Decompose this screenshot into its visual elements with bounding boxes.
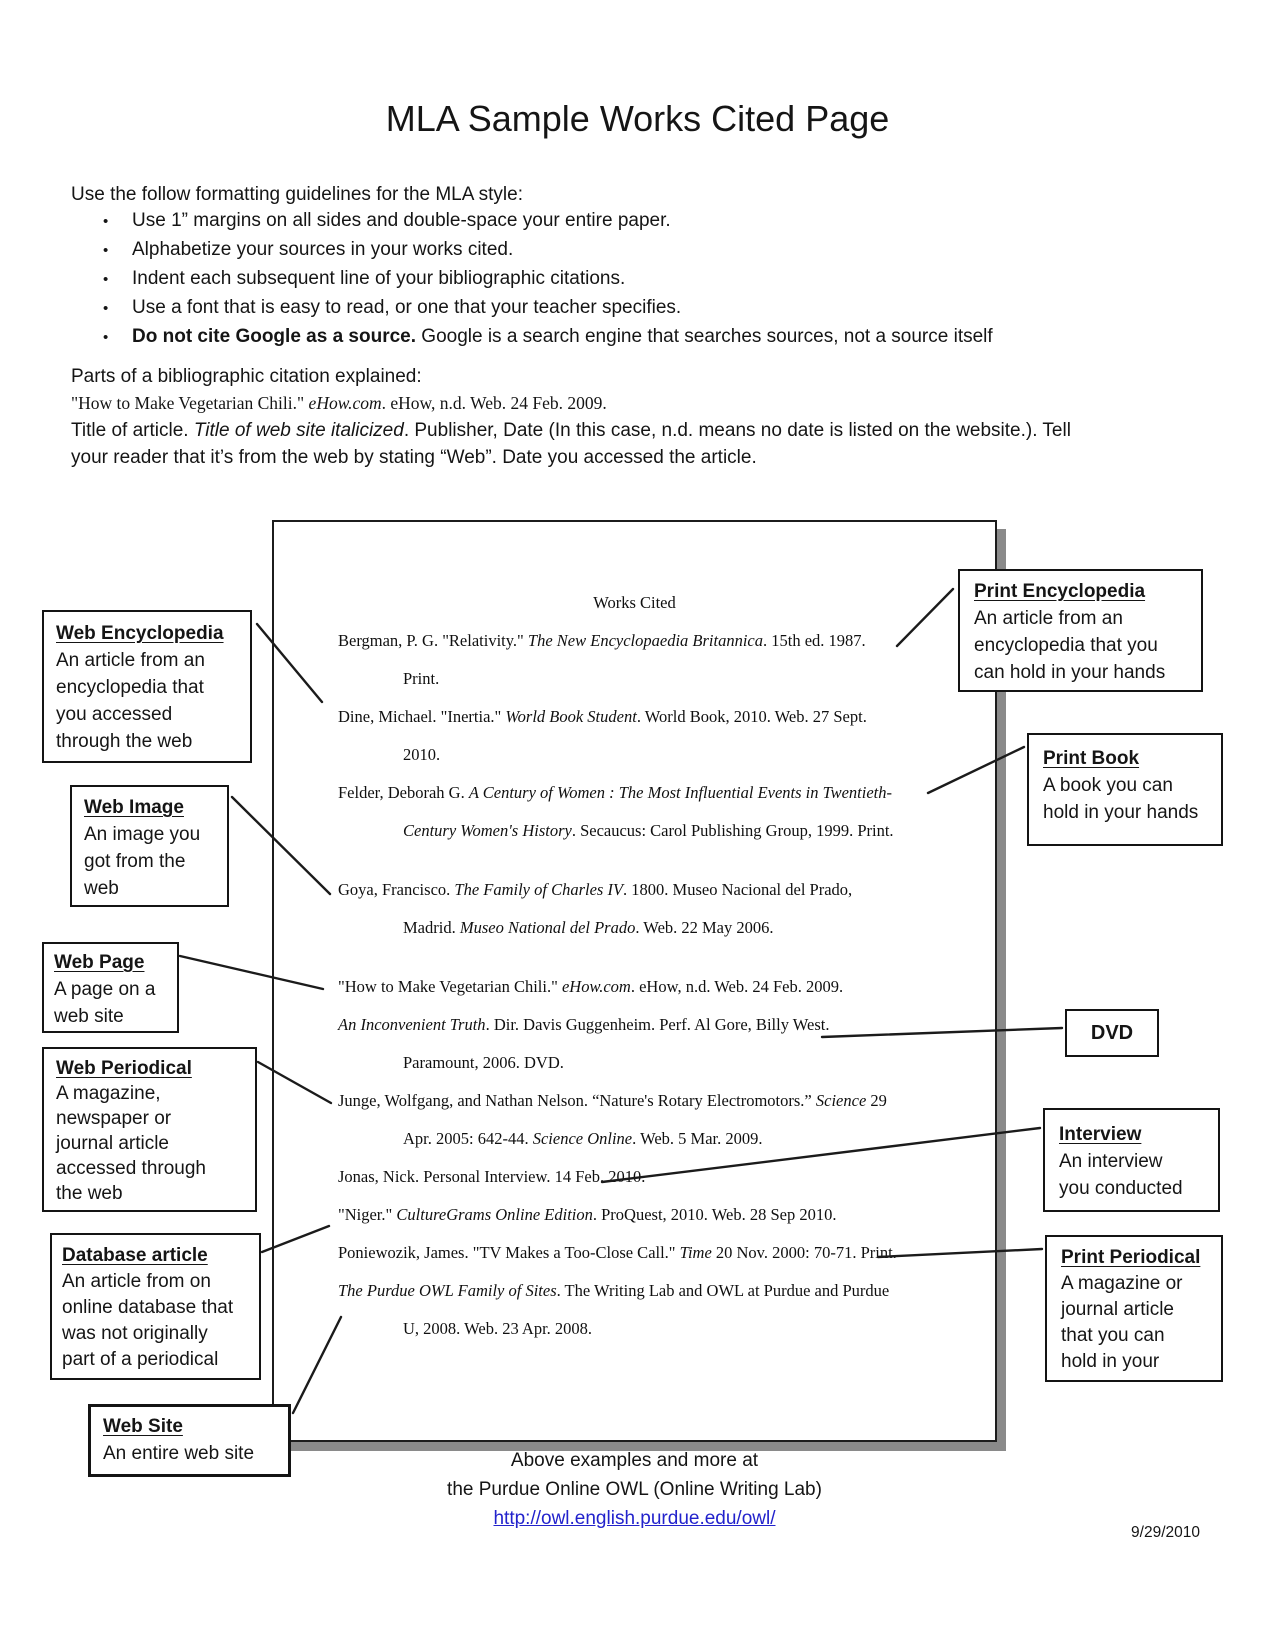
callout-desc: A magazine or journal article that you c… — [1061, 1273, 1183, 1372]
citation-line: Junge, Wolfgang, and Nathan Nelson. “Nat… — [338, 1091, 887, 1110]
callout-print-periodical: Print Periodical A magazine or journal a… — [1045, 1235, 1223, 1382]
citation-line: An Inconvenient Truth. Dir. Davis Guggen… — [338, 1015, 830, 1034]
callout-desc: An article from an encyclopedia that you… — [974, 608, 1166, 683]
callout-title: Print Periodical — [1061, 1247, 1201, 1268]
citation-line: Madrid. Museo National del Prado. Web. 2… — [403, 918, 774, 937]
bullet-item: • Use a font that is easy to read, or one… — [103, 293, 993, 322]
page-date: 9/29/2010 — [1131, 1524, 1200, 1541]
parts-example-citation: "How to Make Vegetarian Chili." eHow.com… — [71, 393, 607, 413]
callout-title: Web Image — [84, 797, 184, 818]
callout-print-encyclopedia: Print Encyclopedia An article from an en… — [958, 569, 1203, 692]
bullet-text: Use 1” margins on all sides and double-s… — [132, 210, 671, 231]
callout-web-image: Web Image An image you got from the web — [70, 785, 229, 907]
callout-web-periodical: Web Periodical A magazine, newspaper or … — [42, 1047, 257, 1212]
callout-dvd: DVD — [1065, 1009, 1159, 1057]
citation-line: Print. — [403, 669, 440, 688]
callout-web-page: Web Page A page on a web site — [42, 942, 179, 1033]
bullet-icon: • — [103, 300, 109, 317]
callout-desc: An entire web site — [103, 1443, 255, 1464]
callout-desc: A magazine, newspaper or journal article… — [56, 1083, 206, 1204]
footer-line1: Above examples and more at — [510, 1450, 759, 1471]
footer: Above examples and more at the Purdue On… — [272, 1446, 997, 1533]
guideline-bullet-list: • Use 1” margins on all sides and double-… — [103, 206, 993, 351]
callout-title: Web Periodical — [56, 1058, 192, 1079]
callout-title: Print Encyclopedia — [974, 581, 1146, 602]
citation-line: Felder, Deborah G. A Century of Women : … — [338, 783, 892, 802]
bullet-item: • Alphabetize your sources in your works … — [103, 235, 993, 264]
callout-title: DVD — [1090, 1022, 1134, 1044]
citation-line: Poniewozik, James. "TV Makes a Too-Close… — [338, 1243, 897, 1262]
callout-title: Web Site — [103, 1416, 183, 1437]
bullet-icon: • — [103, 329, 109, 346]
callout-title: Web Page — [54, 952, 145, 973]
callout-interview: Interview An interview you conducted — [1043, 1108, 1220, 1212]
citation-line: "How to Make Vegetarian Chili." eHow.com… — [338, 977, 844, 996]
citation-line: Jonas, Nick. Personal Interview. 14 Feb.… — [338, 1167, 646, 1186]
parts-heading: Parts of a bibliographic citation explai… — [71, 366, 422, 387]
callout-desc: An image you got from the web — [84, 824, 201, 899]
citation-line: Dine, Michael. "Inertia." World Book Stu… — [338, 707, 867, 726]
bullet-text: Alphabetize your sources in your works c… — [132, 239, 514, 260]
footer-line2: the Purdue Online OWL (Online Writing La… — [447, 1479, 822, 1500]
works-cited-heading: Works Cited — [593, 593, 676, 612]
callout-desc: An interview you conducted — [1059, 1151, 1183, 1199]
callout-desc: A book you can hold in your hands — [1043, 775, 1199, 823]
citation-line: Goya, Francisco. The Family of Charles I… — [338, 880, 853, 899]
bullet-text: Use a font that is easy to read, or one … — [132, 297, 682, 318]
callout-title: Database article — [62, 1245, 208, 1266]
bullet-item: •Do not cite Google as a source. Google … — [103, 322, 993, 351]
citation-line: The Purdue OWL Family of Sites. The Writ… — [338, 1281, 890, 1300]
citation-line: U, 2008. Web. 23 Apr. 2008. — [403, 1319, 593, 1338]
callout-desc: A page on a web site — [54, 979, 156, 1027]
callout-desc: An article from an encyclopedia that you… — [56, 650, 205, 752]
citation-line: Apr. 2005: 642-44. Science Online. Web. … — [403, 1129, 763, 1148]
citation-line: Century Women's History. Secaucus: Carol… — [403, 821, 894, 840]
works-cited-page-box: Works Cited Bergman, P. G. "Relativity."… — [272, 520, 997, 1442]
bullet-text: Google is a search engine that searches … — [416, 326, 993, 347]
bullet-icon: • — [103, 213, 109, 230]
citation-line: Paramount, 2006. DVD. — [403, 1053, 564, 1072]
bullet-text: Indent each subsequent line of your bibl… — [132, 268, 626, 289]
callout-web-encyclopedia: Web Encyclopedia An article from an ency… — [42, 610, 252, 763]
callout-desc: An article from on online database that … — [62, 1271, 234, 1370]
parts-explanation-line: your reader that it’s from the web by st… — [71, 447, 757, 468]
callout-database-article: Database article An article from on onli… — [50, 1233, 261, 1380]
bullet-item: • Indent each subsequent line of your bib… — [103, 264, 993, 293]
parts-explanation-line: Title of article. Title of web site ital… — [71, 420, 1071, 441]
callout-title: Interview — [1059, 1124, 1142, 1145]
page-title: MLA Sample Works Cited Page — [385, 98, 890, 139]
citation-line: 2010. — [403, 745, 441, 764]
citation-line: Bergman, P. G. "Relativity." The New Enc… — [338, 631, 866, 650]
bullet-icon: • — [103, 242, 109, 259]
callout-web-site: Web Site An entire web site — [88, 1404, 291, 1477]
citation-parts-section: Parts of a bibliographic citation explai… — [71, 363, 1146, 471]
citation-line: "Niger." CultureGrams Online Edition. Pr… — [338, 1205, 837, 1224]
bullet-icon: • — [103, 271, 109, 288]
bullet-item: • Use 1” margins on all sides and double-… — [103, 206, 993, 235]
callout-title: Print Book — [1043, 748, 1140, 769]
intro-text: Use the follow formatting guidelines for… — [71, 184, 524, 205]
callout-title: Web Encyclopedia — [56, 623, 224, 644]
callout-print-book: Print Book A book you can hold in your h… — [1027, 733, 1223, 846]
citation-list: Bergman, P. G. "Relativity." The New Enc… — [274, 622, 995, 1348]
owl-link[interactable]: http://owl.english.purdue.edu/owl/ — [493, 1508, 776, 1529]
